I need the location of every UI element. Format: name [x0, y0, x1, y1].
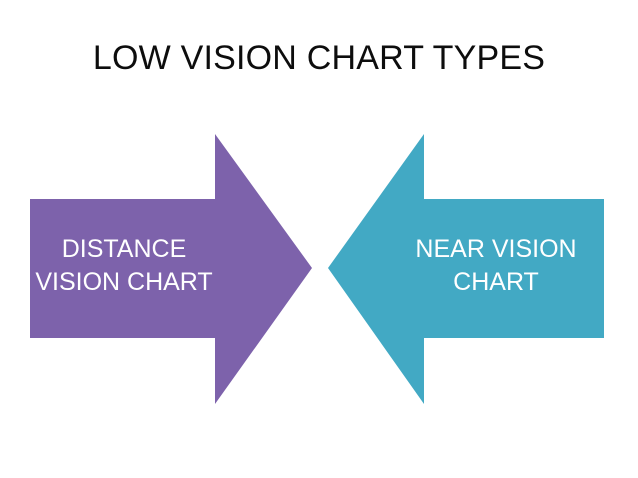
near-vision-arrow-label: NEAR VISION CHART: [415, 235, 577, 296]
page-title: LOW VISION CHART TYPES: [92, 39, 546, 77]
near-vision-arrow-shape[interactable]: [328, 134, 604, 404]
distance-vision-arrow-label: DISTANCE VISION CHART: [35, 235, 213, 296]
distance-vision-arrow-shape[interactable]: [30, 134, 312, 404]
